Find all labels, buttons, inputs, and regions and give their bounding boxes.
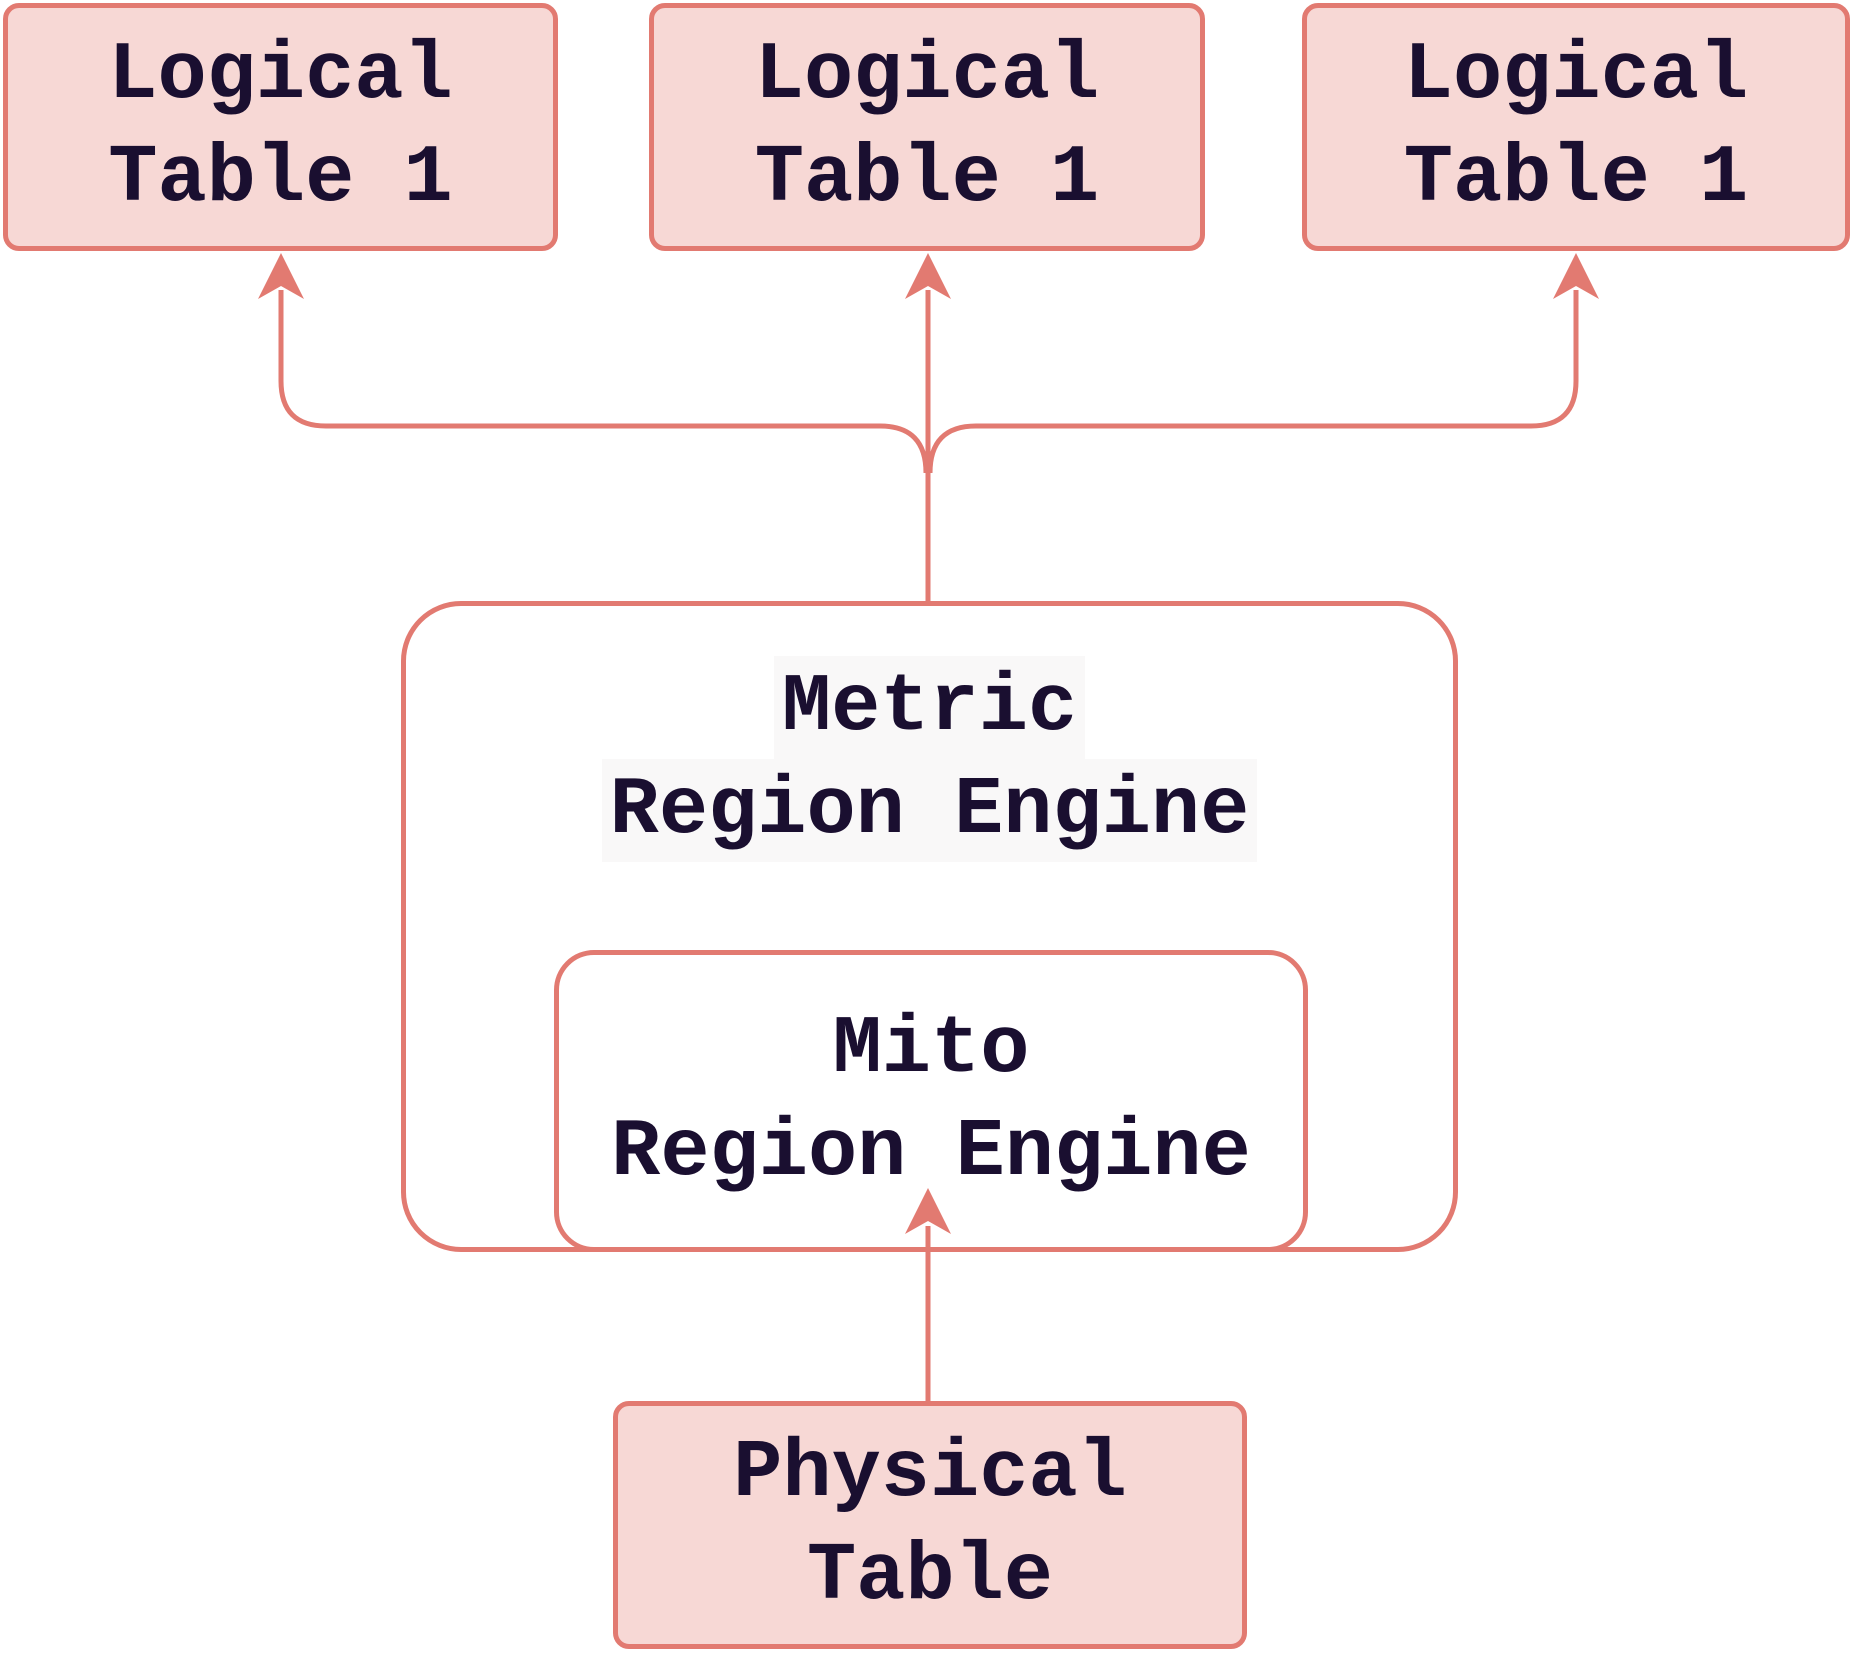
node-label-line: Region Engine [601, 759, 1258, 862]
edge-metric-to-logical-left [278, 290, 929, 474]
node-label-line: Logical [1403, 29, 1749, 122]
node-label-line: Physical [733, 1427, 1127, 1520]
node-logical-table-middle: Logical Table 1 [649, 3, 1205, 251]
node-label-line: Table 1 [108, 132, 453, 225]
node-label-line: Mito [832, 1003, 1030, 1096]
arrowhead-up-logical-right [1553, 253, 1599, 299]
node-label-line: Region Engine [611, 1106, 1251, 1199]
node-logical-table-right: Logical Table 1 [1302, 3, 1850, 251]
node-label-line: Logical [754, 29, 1100, 122]
node-label-line: Metric [773, 656, 1086, 759]
node-logical-table-left: Logical Table 1 [3, 3, 558, 251]
node-label-line: Logical [108, 29, 453, 122]
node-mito-region-engine: Mito Region Engine [554, 950, 1308, 1252]
arrowhead-up-logical-left [258, 253, 304, 299]
node-label-line: Table 1 [1403, 132, 1749, 225]
node-label-line: Table [806, 1530, 1054, 1623]
node-label-line: Table 1 [754, 132, 1100, 225]
edge-metric-to-logical-right [927, 290, 1579, 474]
arrowhead-up-logical-middle [905, 253, 951, 299]
node-physical-table: Physical Table [613, 1401, 1247, 1649]
